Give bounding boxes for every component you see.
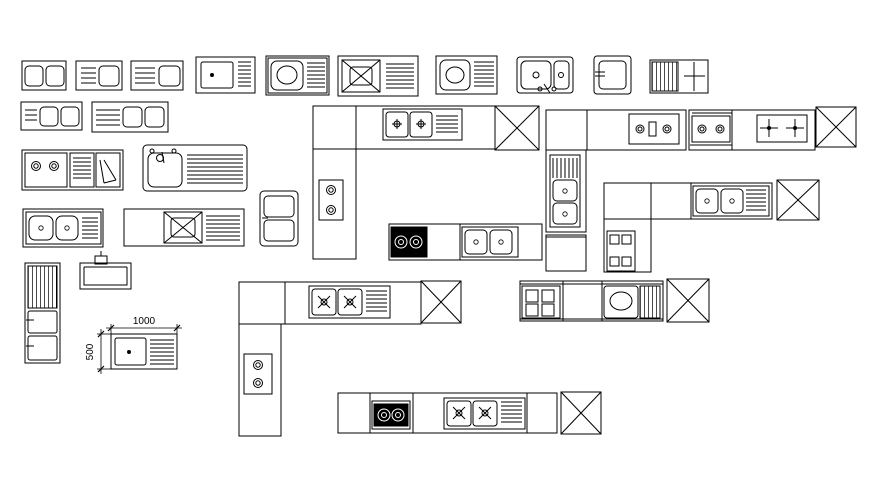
vertical-double-sink [259, 190, 299, 247]
l-shaped-kitchen-e [238, 280, 462, 437]
sink-with-drainboard-1 [75, 60, 123, 91]
straight-kitchen-f [337, 391, 602, 435]
l-shaped-kitchen-a [312, 105, 540, 260]
dimensioned-sink [97, 324, 182, 374]
height-dimension-label: 500 [85, 343, 96, 360]
hatched-sink [649, 59, 709, 94]
width-dimension-label: 1000 [133, 316, 156, 327]
round-bowl-sink-drainboard [265, 55, 330, 96]
hob-and-sink-unit [21, 149, 124, 191]
corner-kitchen-c [603, 179, 820, 273]
angled-bowl-sink [337, 55, 419, 97]
vertical-sink-hatched [24, 262, 61, 364]
corner-square-sink [593, 55, 632, 95]
rounded-sink-drainboard-2 [435, 55, 498, 95]
sink-with-drainboard-2 [130, 60, 184, 91]
counter-with-hobs-and-cooktop [688, 106, 857, 151]
double-sink-with-faucet [516, 56, 574, 94]
double-bowl-sink-small [21, 60, 67, 91]
triple-compartment-sink [20, 101, 83, 131]
long-counter-sink [123, 208, 245, 247]
double-round-sink-unit [22, 208, 104, 248]
sink-with-faucet-drainboard [142, 144, 248, 192]
cooker-and-double-sink-counter [388, 223, 543, 261]
single-bowl-sink-square [195, 56, 256, 94]
triple-compartment-sink-2 [91, 101, 169, 133]
side-view-sink [79, 251, 132, 290]
l-shaped-kitchen-b [545, 109, 687, 272]
straight-kitchen-d [519, 278, 710, 323]
